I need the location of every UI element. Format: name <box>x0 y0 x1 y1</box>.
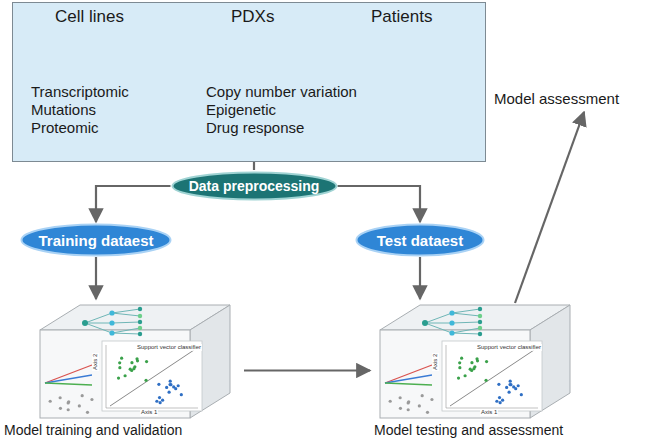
flow-arrow <box>96 186 171 222</box>
flow-arrow <box>515 112 584 303</box>
flow-arrow <box>244 369 370 371</box>
flow-arrow <box>338 186 421 222</box>
flow-arrow <box>419 257 421 299</box>
data-source-panel: Cell lines PDXs PatientsTranscriptomicMuta… <box>12 2 486 162</box>
node-text: Copy number variation <box>206 83 357 101</box>
flow-arrow <box>253 162 255 170</box>
model-box: Model training and validation <box>2 300 242 441</box>
axis-label: Axis 1 <box>480 409 498 416</box>
axis-label: Axis 2 <box>432 353 439 371</box>
node-text: Cell lines <box>55 7 124 27</box>
output-label: Model assessment <box>494 90 619 108</box>
process-ellipse: Data preprocessing <box>171 171 338 201</box>
axis-label: Axis 1 <box>140 409 158 416</box>
node-text: PDXs <box>231 7 274 27</box>
dataset-ellipse: Test dataest <box>355 223 485 257</box>
flow-arrow <box>95 257 97 299</box>
axis-label: Axis 2 <box>92 353 99 371</box>
node-text: Data preprocessing <box>189 178 320 194</box>
node-text: Proteomic <box>31 119 99 137</box>
model-cube <box>380 305 570 418</box>
node-text: Drug response <box>206 119 304 137</box>
node-text: Mutations <box>31 101 96 119</box>
dataset-ellipse: Training dataest <box>20 223 172 257</box>
node-text: Training dataest <box>38 232 153 249</box>
node-text: Model testing and assessment <box>374 422 563 439</box>
node-text: Model assessment <box>494 90 619 108</box>
model-box: Model testing and assessment <box>372 300 592 441</box>
node-text: Model training and validation <box>4 422 182 439</box>
node-text: Test dataest <box>377 232 463 249</box>
axis-label: Support vector classifier <box>136 344 202 351</box>
axis-label: Support vector classifier <box>476 344 542 351</box>
node-text: Epigenetic <box>206 101 276 119</box>
node-text: Patients <box>371 7 432 27</box>
model-cube <box>40 305 230 418</box>
node-text: Transcriptomic <box>31 83 129 101</box>
